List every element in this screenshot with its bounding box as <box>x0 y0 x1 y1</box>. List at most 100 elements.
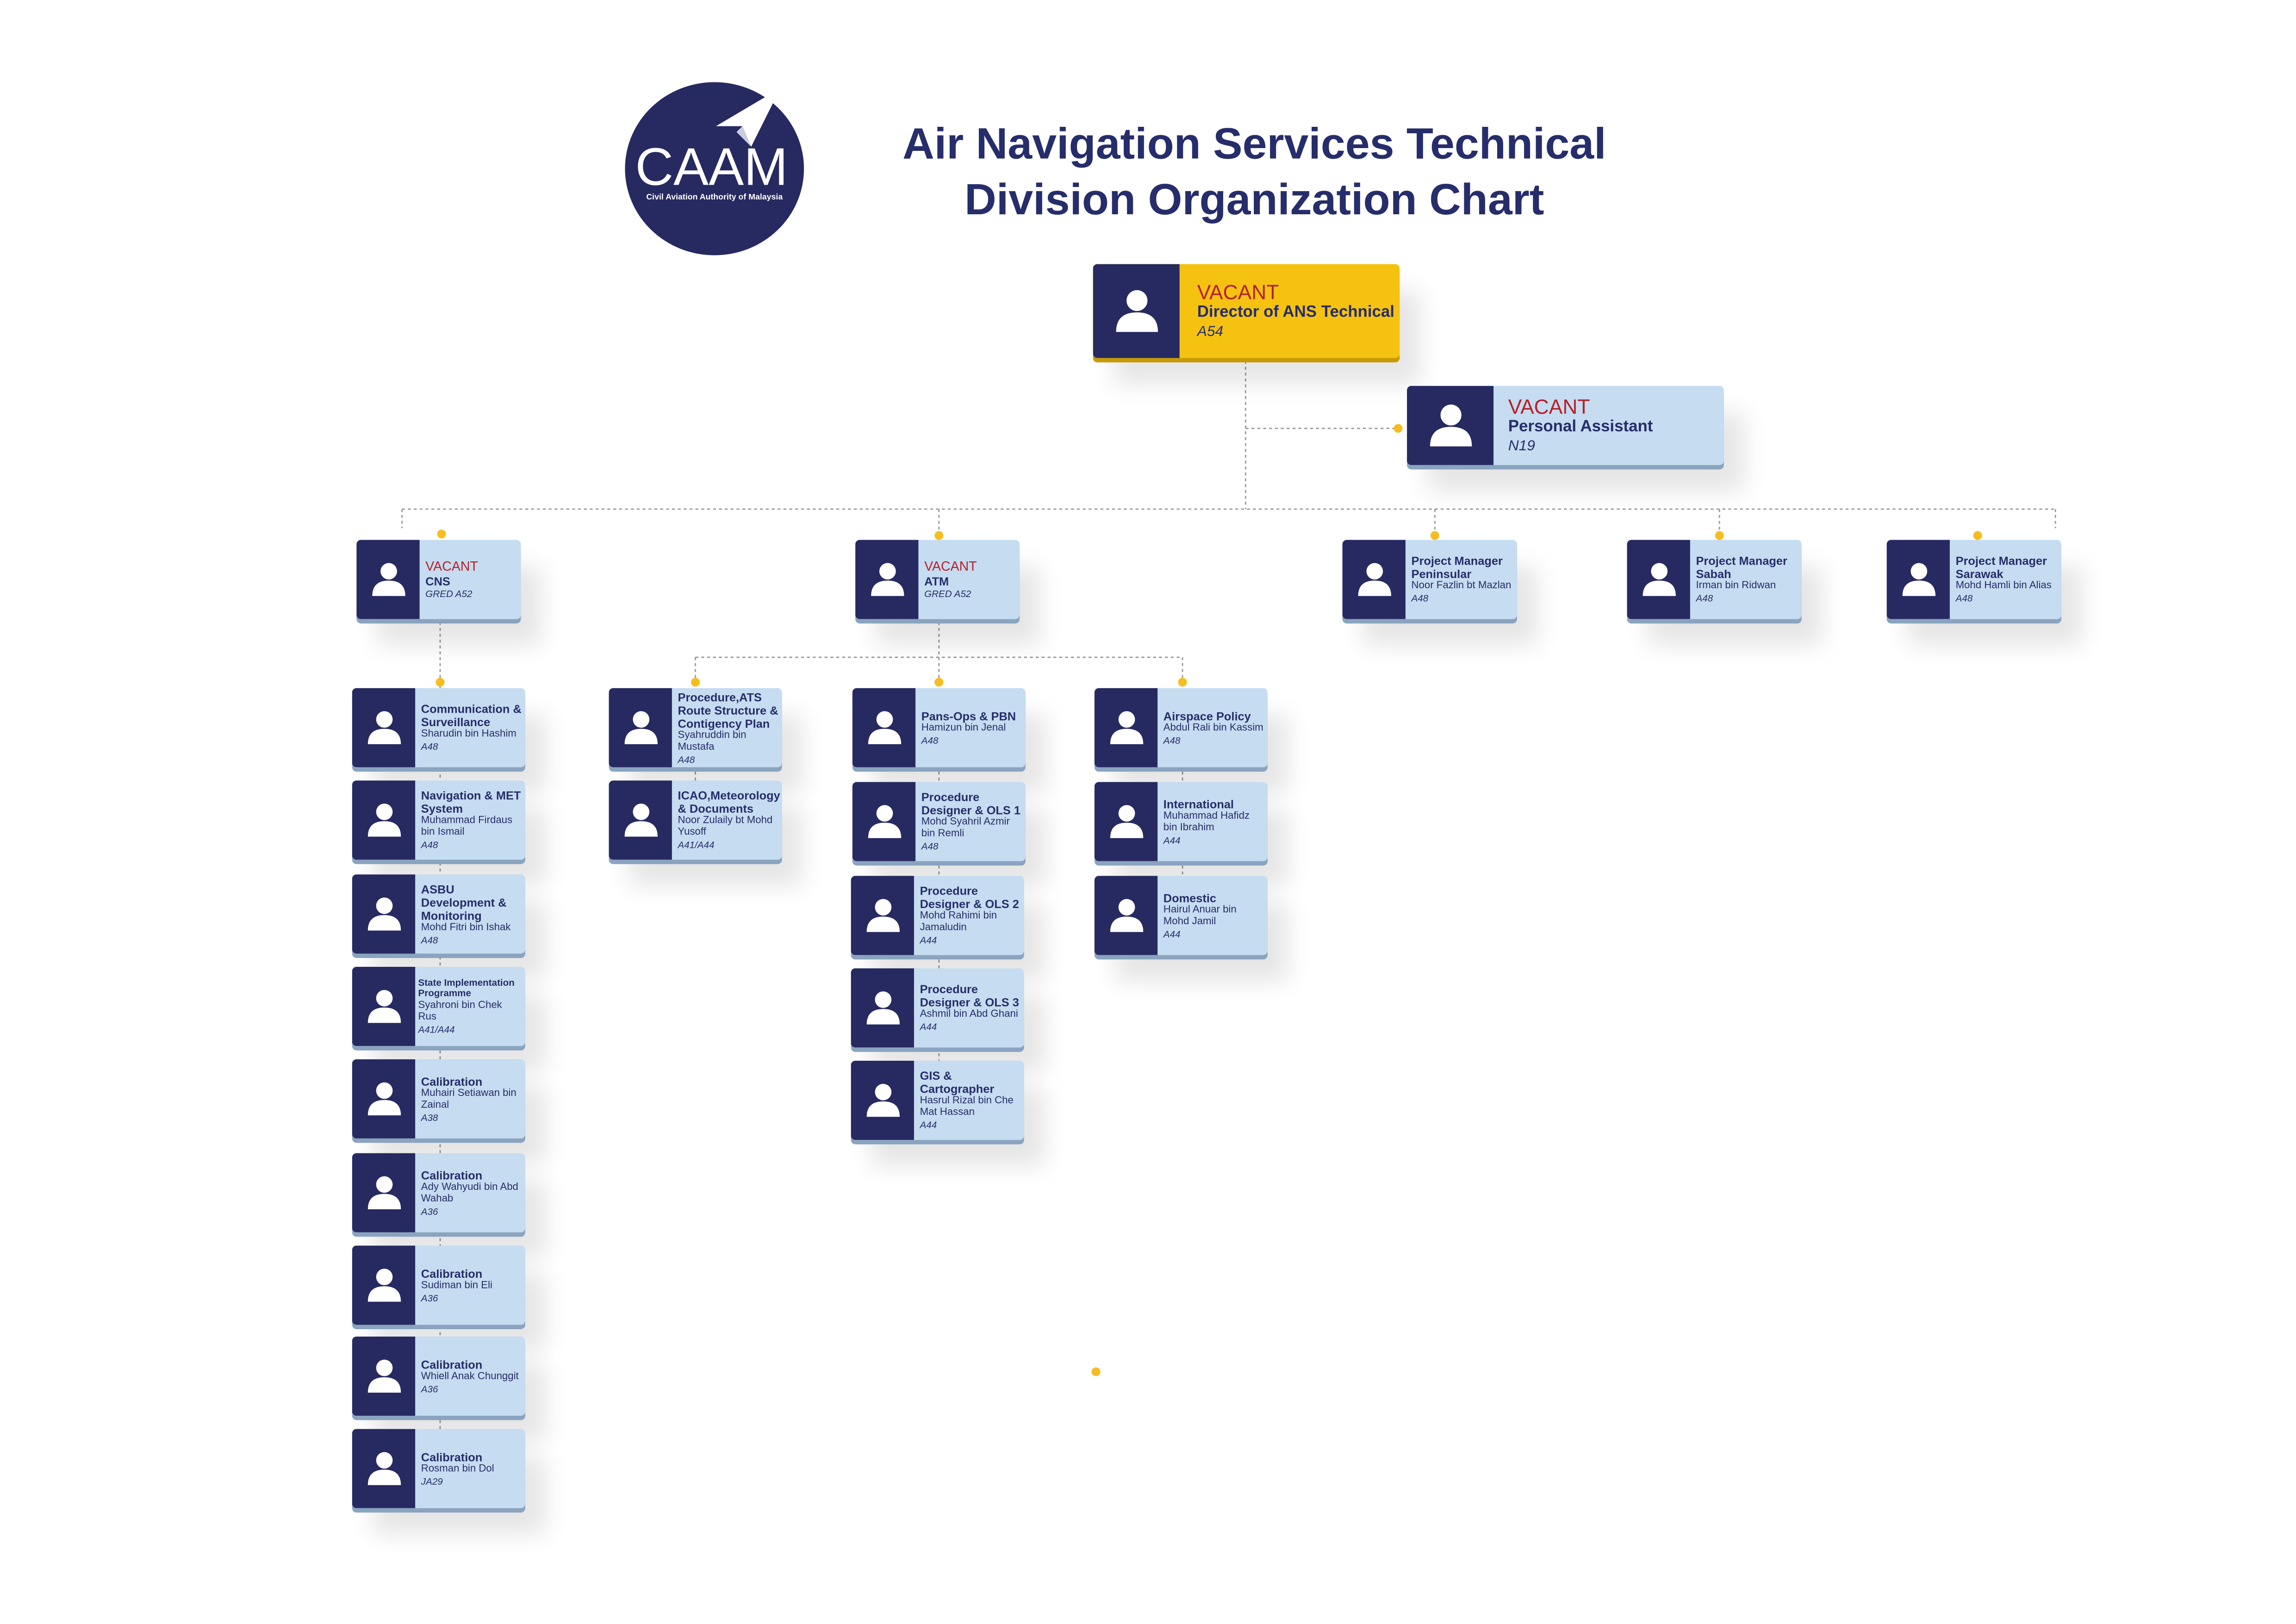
staff-title: International <box>1163 797 1234 811</box>
staff-title: Procedure Designer & OLS 1 <box>921 790 1020 817</box>
pm-title: Project Manager Sarawak <box>1955 554 2047 581</box>
atm-pans-ops-card[interactable]: Pans-Ops & PBN Hamizun bin Jenal A48 <box>852 688 1026 767</box>
atm-pans-ops-card[interactable]: Procedure Designer & OLS 3 Ashmil bin Ab… <box>851 968 1024 1048</box>
pm-peninsular-card[interactable]: Project Manager Peninsular Noor Fazlin b… <box>1342 540 1517 619</box>
person-icon <box>624 803 657 837</box>
avatar <box>352 688 416 767</box>
cns-title: CNS <box>425 575 450 589</box>
cns-staff-card[interactable]: Calibration Whiell Anak Chunggit A36 <box>352 1336 525 1416</box>
staff-title: Procedure Designer & OLS 3 <box>920 983 1019 1009</box>
atm-pans-ops-card[interactable]: Procedure Designer & OLS 1 Mohd Syahril … <box>852 782 1026 861</box>
staff-grade: A36 <box>421 1384 438 1395</box>
connector-dot <box>934 678 944 687</box>
assistant-card[interactable]: VACANT Personal Assistant N19 <box>1407 386 1724 465</box>
cns-status: VACANT <box>425 559 478 574</box>
cns-staff-card[interactable]: State Implementation Programme Syahroni … <box>352 967 525 1046</box>
pm-name: Mohd Hamli bin Alias <box>1955 581 2052 591</box>
staff-grade: A48 <box>421 840 438 851</box>
person-icon <box>367 1269 400 1302</box>
staff-name: Hamizun bin Jenal <box>921 722 1006 733</box>
pm-sarawak-card[interactable]: Project Manager Sarawak Mohd Hamli bin A… <box>1886 540 2061 619</box>
cns-staff-card[interactable]: ASBU Development & Monitoring Mohd Fitri… <box>352 874 525 954</box>
staff-title: Calibration <box>421 1357 483 1371</box>
person-icon <box>1109 899 1143 932</box>
person-icon <box>866 1083 899 1117</box>
staff-grade: A41/A44 <box>418 1025 455 1035</box>
connector-dot <box>436 678 445 687</box>
pm-grade: A48 <box>1696 594 1713 605</box>
pm-title: Project Manager Sabah <box>1696 554 1787 581</box>
atm-grade: GRED A52 <box>924 590 971 600</box>
staff-name: Syahruddin bin Mustafa <box>678 730 747 752</box>
staff-title: ASBU Development & Monitoring <box>421 882 507 922</box>
atm-airspace-card[interactable]: Airspace Policy Abdul Rali bin Kassim A4… <box>1094 688 1268 767</box>
staff-grade: A48 <box>421 742 438 753</box>
person-icon <box>866 899 899 932</box>
person-icon <box>367 803 400 837</box>
avatar <box>1094 688 1158 767</box>
avatar <box>851 1060 914 1140</box>
staff-title: Calibration <box>421 1168 483 1182</box>
atm-procedure-card[interactable]: ICAO,Meteorology & Documents Noor Zulail… <box>609 780 782 860</box>
staff-name: Hasrul Rizal bin Che Mat Hassan <box>920 1095 1014 1118</box>
pm-sabah-card[interactable]: Project Manager Sabah Irman bin Ridwan A… <box>1627 540 1802 619</box>
avatar <box>352 1153 416 1232</box>
pm-grade: A48 <box>1411 594 1429 605</box>
staff-grade: A44 <box>920 936 937 946</box>
pm-grade: A48 <box>1955 594 1973 605</box>
title-line-1: Air Navigation Services Technical <box>902 120 1606 169</box>
person-icon <box>367 897 400 931</box>
avatar <box>609 780 672 860</box>
atm-pans-ops-card[interactable]: GIS & Cartographer Hasrul Rizal bin Che … <box>851 1060 1024 1140</box>
staff-name: Mohd Syahril Azmir bin Remli <box>921 817 1010 840</box>
atm-airspace-card[interactable]: International Muhammad Hafidz bin Ibrahi… <box>1094 782 1268 861</box>
atm-procedure-card[interactable]: Procedure,ATS Route Structure & Contigen… <box>609 688 782 767</box>
director-grade: A54 <box>1197 323 1224 340</box>
assistant-grade: N19 <box>1508 438 1535 454</box>
person-icon <box>371 563 405 596</box>
connector-dot <box>1091 1367 1101 1376</box>
avatar <box>852 782 916 861</box>
cns-staff-card[interactable]: Calibration Muhairi Setiawan bin Zainal … <box>352 1059 525 1139</box>
person-icon <box>1115 290 1157 332</box>
avatar <box>1886 540 1950 619</box>
director-title: Director of ANS Technical <box>1197 303 1395 321</box>
director-card[interactable]: VACANT Director of ANS Technical A54 <box>1093 264 1400 358</box>
logo-subtext: Civil Aviation Authority of Malaysia <box>646 192 783 201</box>
cns-staff-card[interactable]: Navigation & MET System Muhammad Firdaus… <box>352 780 525 860</box>
cns-card[interactable]: VACANT CNS GRED A52 <box>356 540 521 619</box>
avatar <box>352 1245 416 1325</box>
cns-staff-card[interactable]: Calibration Ady Wahyudi bin Abd Wahab A3… <box>352 1153 525 1232</box>
avatar <box>352 1429 416 1508</box>
atm-card[interactable]: VACANT ATM GRED A52 <box>855 540 1020 619</box>
avatar <box>1094 782 1158 861</box>
paper-plane-icon <box>716 88 781 147</box>
person-icon <box>1357 563 1391 596</box>
person-icon <box>624 711 657 744</box>
atm-pans-ops-card[interactable]: Procedure Designer & OLS 2 Mohd Rahimi b… <box>851 876 1024 955</box>
caam-logo: CAAM Civil Aviation Authority of Malaysi… <box>625 82 804 255</box>
cns-staff-card[interactable]: Calibration Sudiman bin Eli A36 <box>352 1245 525 1325</box>
pm-title: Project Manager Peninsular <box>1411 554 1503 581</box>
cns-staff-card[interactable]: Calibration Rosman bin Dol JA29 <box>352 1429 525 1508</box>
person-icon <box>367 1082 400 1115</box>
director-status: VACANT <box>1197 279 1279 303</box>
staff-grade: A48 <box>421 935 438 946</box>
cns-staff-card[interactable]: Communication & Surveillance Sharudin bi… <box>352 688 525 767</box>
person-icon <box>1642 563 1675 596</box>
staff-name: Syahroni bin Chek Rus <box>418 1000 502 1022</box>
cns-grade: GRED A52 <box>425 590 473 600</box>
atm-title: ATM <box>924 575 949 589</box>
staff-grade: A44 <box>920 1120 937 1132</box>
staff-name: Muhammad Hafidz bin Ibrahim <box>1163 810 1250 833</box>
staff-name: Abdul Rali bin Kassim <box>1163 722 1263 733</box>
staff-grade: A36 <box>421 1293 438 1304</box>
staff-title: GIS & Cartographer <box>920 1069 995 1096</box>
staff-title: Calibration <box>421 1267 483 1280</box>
staff-name: Ashmil bin Abd Ghani <box>920 1009 1018 1020</box>
staff-name: Mohd Rahimi bin Jamaludin <box>920 911 997 933</box>
avatar <box>1342 540 1406 619</box>
atm-airspace-card[interactable]: Domestic Hairul Anuar bin Mohd Jamil A44 <box>1094 876 1268 955</box>
staff-name: Sudiman bin Eli <box>421 1280 492 1291</box>
